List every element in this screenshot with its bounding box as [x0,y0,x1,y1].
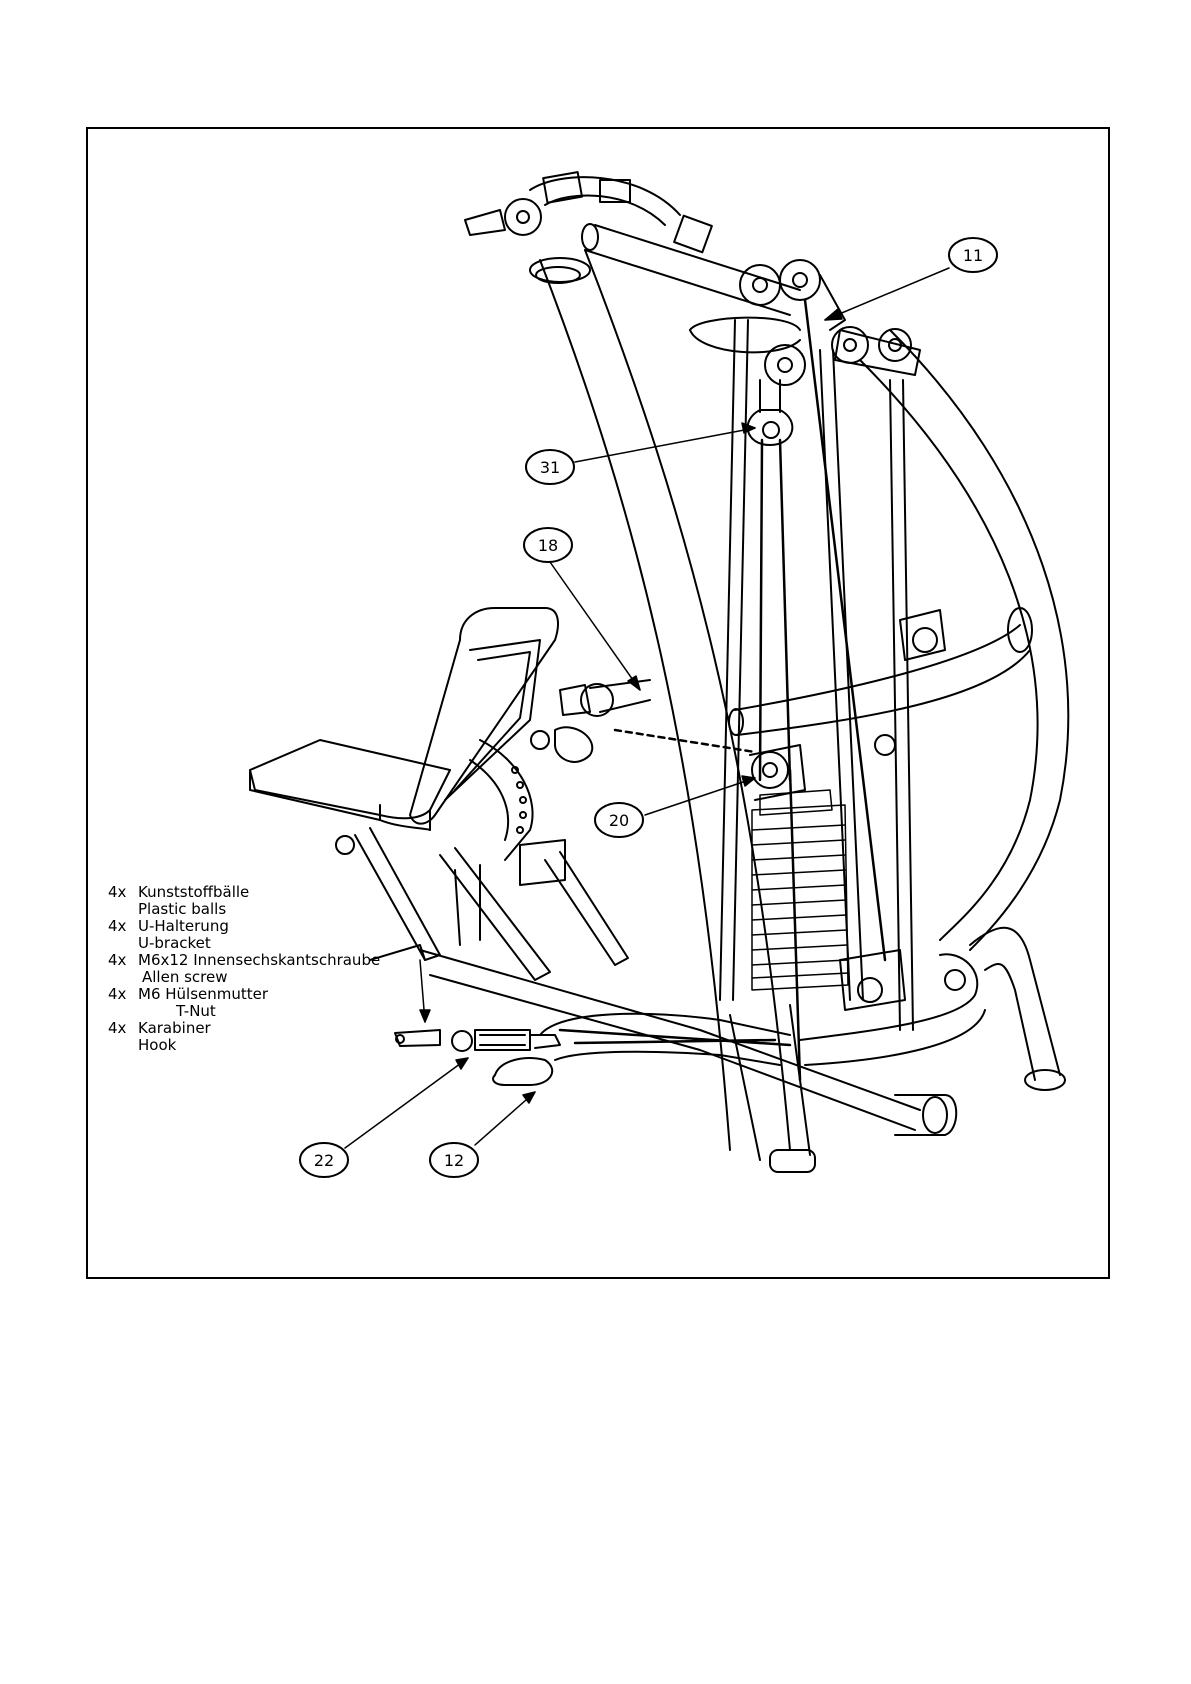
top-right-pulleys [690,260,920,385]
part-name: Karabiner [138,1019,211,1037]
callout-label-18: 18 [538,536,558,555]
callout-label-31: 31 [540,458,560,477]
part-name: M6 Hülsenmutter [138,985,268,1003]
part-name: Kunststoffbälle [138,883,249,901]
part-translation: T-Nut [108,1003,380,1020]
callout-label-12: 12 [444,1151,464,1170]
part-translation: Hook [108,1037,380,1054]
part-qty: 4x [108,918,138,935]
callout-label-20: 20 [609,811,629,830]
part-qty: 4x [108,986,138,1003]
part-qty: 4x [108,1020,138,1037]
cable-handle [395,1030,560,1085]
right-base [800,928,1065,1090]
part-name: U-Halterung [138,917,229,935]
part-translation: U-bracket [108,935,380,952]
callout-label-11: 11 [963,246,983,265]
frame-brackets [840,610,945,1010]
part-name: M6x12 Innensechskantschraube [138,951,380,969]
part-qty: 4x [108,884,138,901]
part-qty: 4x [108,952,138,969]
front-foot [540,1005,815,1172]
weight-stack [752,790,848,990]
back-pad [410,608,558,824]
dashed-cable [615,730,755,752]
callout-label-22: 22 [314,1151,334,1170]
mid-pulley [748,380,793,445]
seat [250,740,450,830]
part-translation: Allen screw [108,969,380,986]
crossbar [531,625,1030,762]
part-translation: Plastic balls [108,901,380,918]
leader-lines [345,268,949,1148]
